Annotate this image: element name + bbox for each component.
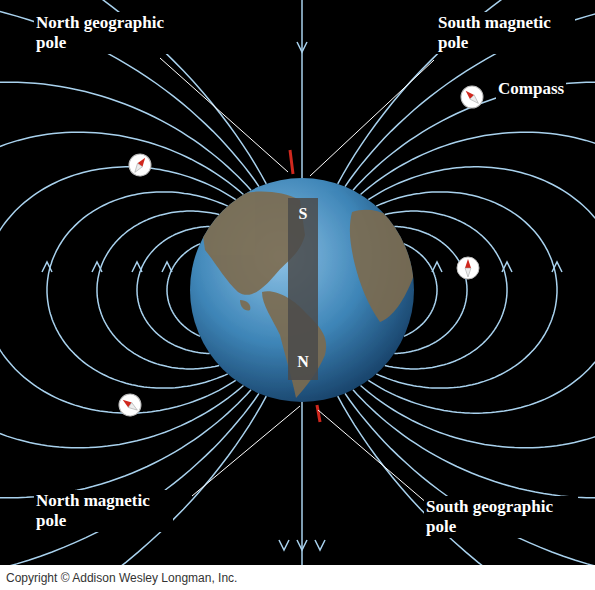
compass xyxy=(125,150,156,181)
field-arrow xyxy=(279,540,289,550)
field-arrow xyxy=(297,540,307,550)
field-arrow xyxy=(432,262,442,272)
field-line xyxy=(338,0,595,565)
pole-label: South geographic pole xyxy=(424,496,578,538)
field-arrow xyxy=(315,540,325,550)
field-arrow xyxy=(132,262,142,272)
geographic-pole-marker xyxy=(290,150,293,174)
field-arrow xyxy=(42,262,52,272)
earth-globe xyxy=(190,178,414,402)
field-arrow xyxy=(502,262,512,272)
compass-label: Compass xyxy=(496,78,566,100)
pole-label: North geographic pole xyxy=(34,12,188,54)
field-arrow xyxy=(552,262,562,272)
leader-lines xyxy=(160,58,434,504)
compass xyxy=(456,81,487,112)
compass xyxy=(457,257,479,279)
bar-magnet xyxy=(288,198,318,380)
field-line xyxy=(301,0,303,178)
geographic-pole-marker xyxy=(317,405,320,422)
continents xyxy=(200,192,414,398)
magnet-pole-letter: S xyxy=(297,203,310,225)
field-line xyxy=(301,402,303,565)
compass xyxy=(115,390,146,421)
pole-label: South magnetic pole xyxy=(436,12,575,54)
field-arrow xyxy=(297,42,307,52)
magnet-pole-letter: N xyxy=(295,351,311,373)
pole-label: North magnetic pole xyxy=(34,490,173,532)
field-line xyxy=(345,0,595,565)
copyright-note: Copyright © Addison Wesley Longman, Inc. xyxy=(4,570,239,586)
field-arrow xyxy=(92,262,102,272)
field-arrow xyxy=(162,262,172,272)
